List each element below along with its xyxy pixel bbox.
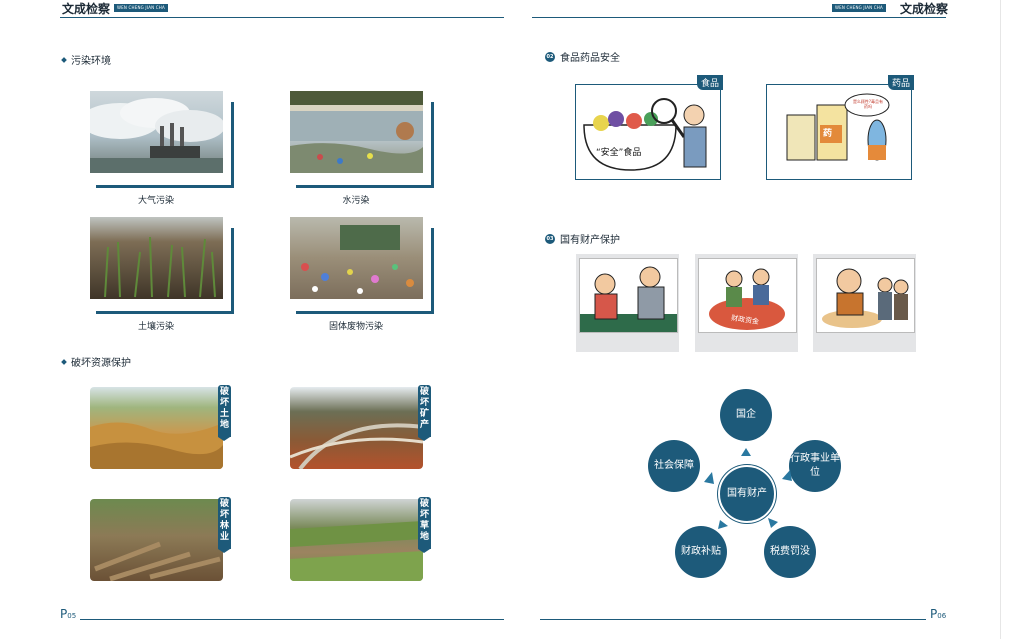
section-resources-title: 破坏资源保护 <box>61 354 131 369</box>
diagram-arrows <box>704 448 792 529</box>
diagram-node-state-enterprise: 国企 <box>720 389 772 441</box>
diagram-node-social-security: 社会保障 <box>648 440 700 492</box>
photo-frame-border <box>96 102 234 188</box>
left-header-tag: WEN CHENG JIAN CHA <box>114 4 168 12</box>
caption-soil-pollution: 土壤污染 <box>137 322 174 332</box>
left-footer-rule <box>80 619 504 620</box>
right-header-tag: WEN CHENG JIAN CHA <box>832 4 886 12</box>
section-state-property-label: 国有财产保护 <box>560 235 620 246</box>
arrow-up-icon <box>741 448 751 456</box>
cartoon-corruption-2: 财政资金 <box>698 258 797 333</box>
left-header-rule <box>60 17 504 18</box>
photo-mineral-damage <box>290 387 423 469</box>
section-food-drug-title: 02 食品药品安全 <box>545 49 620 64</box>
page-number-left: P05 <box>60 607 77 621</box>
arrow-left-up-icon <box>704 472 714 484</box>
diagram-node-admin-units: 行政事业单位 <box>789 440 841 492</box>
section-number-badge: 02 <box>545 51 555 62</box>
tag-grassland-damage: 破坏草地 <box>418 497 431 553</box>
photo-air-pollution <box>90 91 223 173</box>
diagram-center-state-property: 国有财产 <box>718 465 776 523</box>
tag-food: 食品 <box>697 75 724 90</box>
section-pollution-label: 污染环境 <box>71 56 111 67</box>
section-food-drug-label: 食品药品安全 <box>560 53 620 64</box>
cartoon-card: 财政资金 <box>695 254 798 352</box>
photo-forest-damage <box>90 499 223 581</box>
section-state-property-title: 03 国有财产保护 <box>545 231 620 246</box>
tag-land-damage: 破坏土地 <box>218 385 231 441</box>
photo-frame-border <box>296 102 434 188</box>
cartoon-card <box>813 254 916 352</box>
caption-air-pollution: 大气污染 <box>137 196 174 206</box>
photo-frame-border <box>96 228 234 314</box>
cartoon-food: “安全”食品 <box>575 84 721 180</box>
photo-soil-pollution <box>90 217 223 299</box>
drug-speech-bubble: 是么顾性?毒且有药吗 <box>852 99 884 109</box>
diagram-node-taxes-fines: 税费罚没 <box>764 526 816 578</box>
diamond-bullet-icon <box>61 56 67 63</box>
photo-frame-border <box>296 228 434 314</box>
right-footer-rule <box>540 619 926 620</box>
tag-drug: 药品 <box>888 75 915 90</box>
section-resources-label: 破坏资源保护 <box>71 358 131 369</box>
section-pollution-title: 污染环境 <box>61 52 111 67</box>
left-header-title: 文成检察 <box>62 2 111 16</box>
page-number-right: P06 <box>930 607 947 621</box>
tag-forest-damage: 破坏林业 <box>218 497 231 553</box>
diamond-bullet-icon <box>61 358 67 365</box>
right-header-rule <box>532 17 946 18</box>
drug-label: 药 <box>823 129 833 139</box>
arrow-left-down-icon <box>718 520 728 529</box>
cartoon-card <box>576 254 679 352</box>
right-header-title: 文成检察 <box>900 2 949 16</box>
cartoon-corruption-3 <box>816 258 915 333</box>
arrow-right-down-icon <box>768 518 778 528</box>
cartoon-drug: 药 是么顾性?毒且有药吗 <box>766 84 912 180</box>
photo-solid-waste <box>290 217 423 299</box>
food-caption: “安全”食品 <box>596 148 642 158</box>
page-edge <box>1000 0 1001 639</box>
photo-land-damage <box>90 387 223 469</box>
arrow-right-up-icon <box>782 470 792 481</box>
caption-water-pollution: 水污染 <box>342 196 370 206</box>
tag-mineral-damage: 破坏矿产 <box>418 385 431 441</box>
section-number-badge: 03 <box>545 233 555 244</box>
diagram-node-subsidies: 财政补贴 <box>675 526 727 578</box>
photo-grassland-damage <box>290 499 423 581</box>
photo-water-pollution <box>290 91 423 173</box>
cartoon-corruption-1 <box>579 258 678 333</box>
caption-solid-waste: 固体废物污染 <box>328 322 383 332</box>
